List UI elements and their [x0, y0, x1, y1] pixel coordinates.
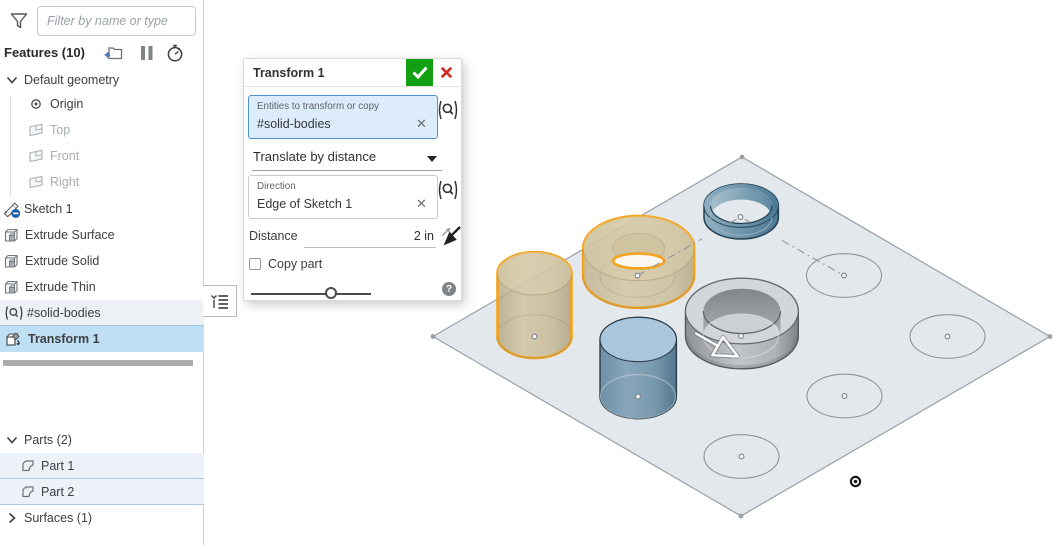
plane-icon — [29, 123, 43, 137]
tree-node-part1[interactable]: Part 1 — [0, 453, 204, 479]
tree-node-transform1[interactable]: Transform 1 — [0, 326, 204, 352]
dropdown-caret-icon — [427, 156, 437, 162]
plane-icon — [29, 149, 43, 163]
extrude-icon — [4, 228, 18, 242]
part-icon — [22, 485, 34, 497]
tree-node-front-plane[interactable]: Front — [0, 143, 204, 169]
entities-field[interactable]: Entities to transform or copy #solid-bod… — [248, 95, 438, 139]
tree-indent-guide — [10, 96, 11, 197]
animation-slider[interactable] — [251, 285, 371, 301]
plate-vertex[interactable] — [739, 154, 745, 160]
origin-marker[interactable] — [849, 475, 862, 488]
chevron-right-icon[interactable] — [4, 510, 20, 526]
extrude-icon — [4, 280, 18, 294]
entities-label: Entities to transform or copy — [257, 101, 379, 112]
list-options-icon — [210, 294, 228, 309]
origin-icon — [31, 99, 41, 109]
direction-label: Direction — [257, 181, 296, 192]
distance-row: Distance 2 in — [249, 226, 461, 249]
tree-node-solid-bodies[interactable]: #solid-bodies — [0, 300, 204, 326]
gray-ring-part[interactable] — [684, 277, 799, 370]
accept-button[interactable] — [406, 59, 433, 86]
distance-label: Distance — [249, 229, 298, 243]
tree-node-extrude-solid[interactable]: Extrude Solid — [0, 248, 204, 274]
blue-ring-part[interactable] — [703, 183, 780, 240]
tree-node-top-plane[interactable]: Top — [0, 117, 204, 143]
close-icon — [440, 66, 453, 79]
dialog-header[interactable]: Transform 1 — [244, 59, 461, 87]
slider-track[interactable] — [251, 293, 371, 295]
tree-node-parts-group[interactable]: Parts (2) — [0, 427, 204, 453]
tree-display-options-button[interactable] — [203, 285, 237, 317]
chevron-down-icon[interactable] — [4, 432, 20, 448]
suspend-rebuild-icon[interactable] — [137, 44, 157, 62]
features-header: Features (10) — [4, 45, 85, 60]
plate-vertex[interactable] — [738, 513, 744, 519]
direction-value: Edge of Sketch 1 — [257, 197, 353, 211]
slider-knob[interactable] — [325, 287, 337, 299]
copy-part-label: Copy part — [268, 257, 323, 271]
tree-node-right-plane[interactable]: Right — [0, 169, 204, 195]
blue-cylinder-part[interactable] — [599, 316, 678, 420]
extrude-icon — [4, 254, 18, 268]
plate-vertex[interactable] — [1047, 334, 1053, 339]
sketch-overlay — [531, 214, 951, 460]
clear-entities-icon[interactable]: ✕ — [416, 116, 427, 131]
tree-node-extrude-thin[interactable]: Extrude Thin — [0, 274, 204, 300]
rollback-bar[interactable] — [3, 360, 193, 366]
tan-cylinder-part[interactable] — [496, 250, 573, 360]
flip-direction-icon[interactable] — [437, 226, 461, 252]
plane-icon — [29, 175, 43, 189]
chevron-down-icon[interactable] — [4, 72, 20, 88]
transform-type-dropdown[interactable]: Translate by distance — [252, 147, 442, 171]
plate-vertex[interactable] — [430, 334, 436, 339]
query-magnifier-icon[interactable] — [437, 99, 459, 121]
cancel-button[interactable] — [434, 59, 459, 86]
copy-part-checkbox[interactable] — [249, 258, 261, 270]
entities-value: #solid-bodies — [257, 117, 331, 131]
add-folder-icon[interactable] — [103, 44, 123, 62]
transform-dialog: Transform 1 Entities to transform or cop… — [243, 58, 462, 301]
clear-direction-icon[interactable]: ✕ — [416, 196, 427, 211]
direction-manipulator-arrow[interactable] — [693, 331, 741, 359]
filter-input[interactable] — [37, 6, 196, 36]
checkmark-icon — [411, 66, 428, 79]
dialog-title: Transform 1 — [253, 66, 325, 80]
tree-node-default-geometry[interactable]: Default geometry — [0, 67, 204, 93]
part-icon — [22, 459, 34, 471]
help-icon[interactable]: ? — [442, 282, 456, 296]
distance-underline — [304, 247, 436, 248]
feature-tree-panel: Features (10) Default geometry — [0, 0, 204, 545]
query-magnifier-icon[interactable] — [437, 179, 459, 201]
tree-node-sketch1[interactable]: Sketch 1 — [0, 196, 204, 222]
measure-time-icon[interactable] — [165, 44, 185, 62]
distance-value[interactable]: 2 in — [413, 229, 434, 243]
sketch-center-points — [531, 214, 951, 460]
filter-icon — [10, 13, 28, 29]
tree-node-extrude-surface[interactable]: Extrude Surface — [0, 222, 204, 248]
sketch-icon — [3, 202, 21, 218]
query-magnifier-icon — [5, 305, 23, 320]
direction-field[interactable]: Direction Edge of Sketch 1 ✕ — [248, 175, 438, 219]
transform-type-value: Translate by distance — [253, 149, 377, 164]
tree-node-part2[interactable]: Part 2 — [0, 479, 204, 505]
transform-icon — [5, 332, 21, 346]
tan-ring-part[interactable] — [581, 214, 696, 310]
tree-node-origin[interactable]: Origin — [0, 91, 204, 117]
copy-part-row[interactable]: Copy part — [249, 256, 322, 272]
tree-node-surfaces-group[interactable]: Surfaces (1) — [0, 505, 204, 531]
